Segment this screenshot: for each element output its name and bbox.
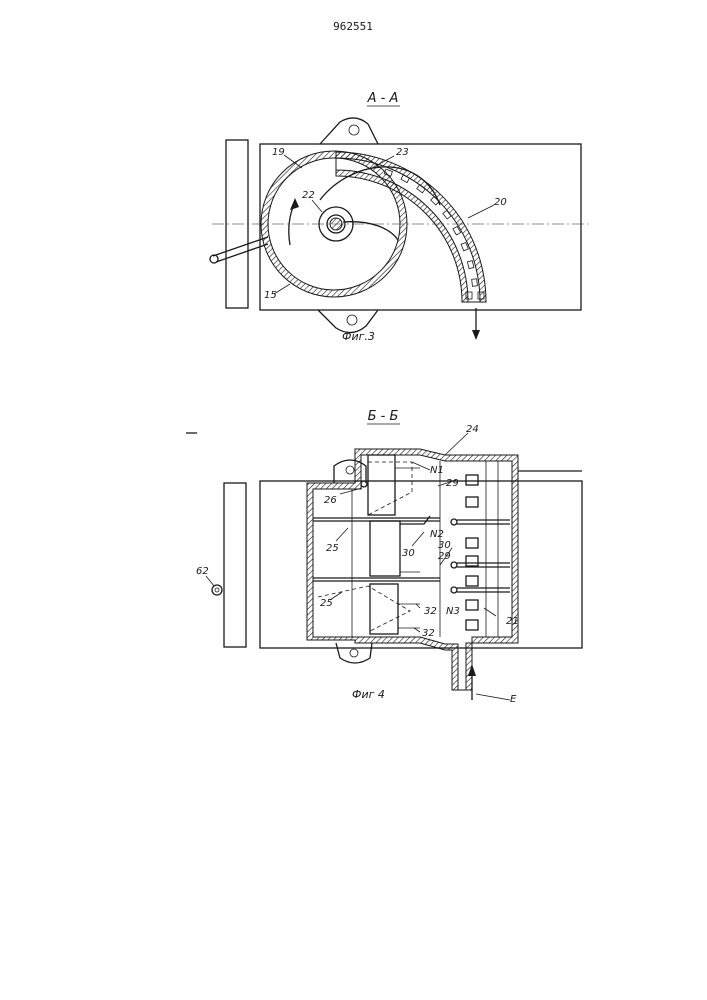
label-20: 20 xyxy=(494,197,507,208)
figure-4: Б - Б xyxy=(186,409,582,705)
label-23: 23 xyxy=(396,147,409,158)
lower-lug-b xyxy=(336,643,372,663)
label-n3: N3 xyxy=(446,606,460,617)
label-32-lower: 32 xyxy=(422,628,435,639)
label-22: 22 xyxy=(302,190,315,201)
label-n1: N1 xyxy=(430,465,444,476)
label-62: 62 xyxy=(196,566,209,577)
discharge-chute xyxy=(336,152,486,302)
slide-n2 xyxy=(370,521,400,576)
sensor-62 xyxy=(212,585,222,595)
section-label-a-a: А - А xyxy=(367,91,399,106)
figure-3-caption: Фиг.3 xyxy=(342,330,375,343)
section-label-b-b: Б - Б xyxy=(368,409,399,424)
document-number: 962551 xyxy=(333,20,373,33)
slide-n3 xyxy=(370,584,398,634)
figure-4-caption: Фиг 4 xyxy=(352,688,385,701)
label-30-left: 30 xyxy=(402,548,415,559)
label-29-upper: 29 xyxy=(446,478,459,489)
label-15: 15 xyxy=(264,290,277,301)
label-25-lower: 25 xyxy=(320,598,333,609)
side-plate-b xyxy=(224,483,246,647)
slide-n1 xyxy=(368,455,395,515)
label-24: 24 xyxy=(466,424,479,435)
feed-channel-parts xyxy=(466,475,478,630)
label-e: E xyxy=(510,694,517,705)
label-32-upper: 32 xyxy=(424,606,437,617)
label-n2: N2 xyxy=(430,529,444,540)
figure-3: А - А xyxy=(210,91,588,343)
label-26: 26 xyxy=(324,495,337,506)
label-25-upper: 25 xyxy=(326,543,339,554)
label-30-right: 30 xyxy=(438,540,451,551)
label-29-lower: 29 xyxy=(438,551,451,562)
label-21: 21 xyxy=(506,616,519,627)
label-19: 19 xyxy=(272,147,285,158)
